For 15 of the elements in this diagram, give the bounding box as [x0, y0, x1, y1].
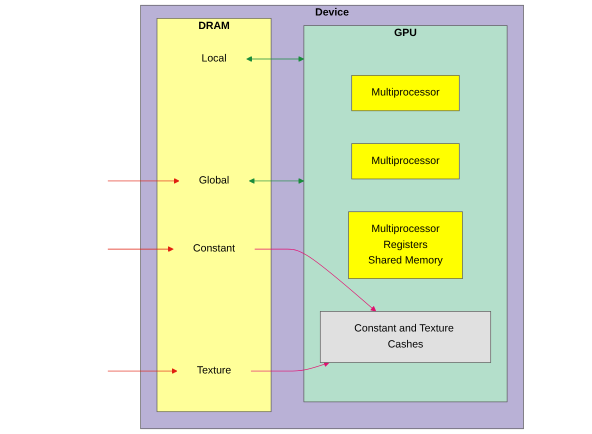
node-text: Local — [202, 53, 227, 64]
arrow — [248, 178, 304, 184]
node-box: Multiprocessor — [351, 143, 460, 180]
arrow — [108, 246, 174, 252]
arrow — [108, 368, 178, 374]
node-text: Global — [198, 175, 230, 186]
node-box: Constant and Texture Cashes — [320, 311, 492, 363]
node-text: Constant — [193, 243, 236, 254]
arrow — [246, 56, 304, 62]
arrow — [250, 361, 330, 372]
node-box: Multiprocessor — [351, 75, 460, 112]
node-text: Texture — [196, 365, 232, 376]
arrow — [108, 178, 180, 184]
node-box: Multiprocessor Registers Shared Memory — [348, 211, 463, 279]
arrow — [254, 248, 376, 312]
